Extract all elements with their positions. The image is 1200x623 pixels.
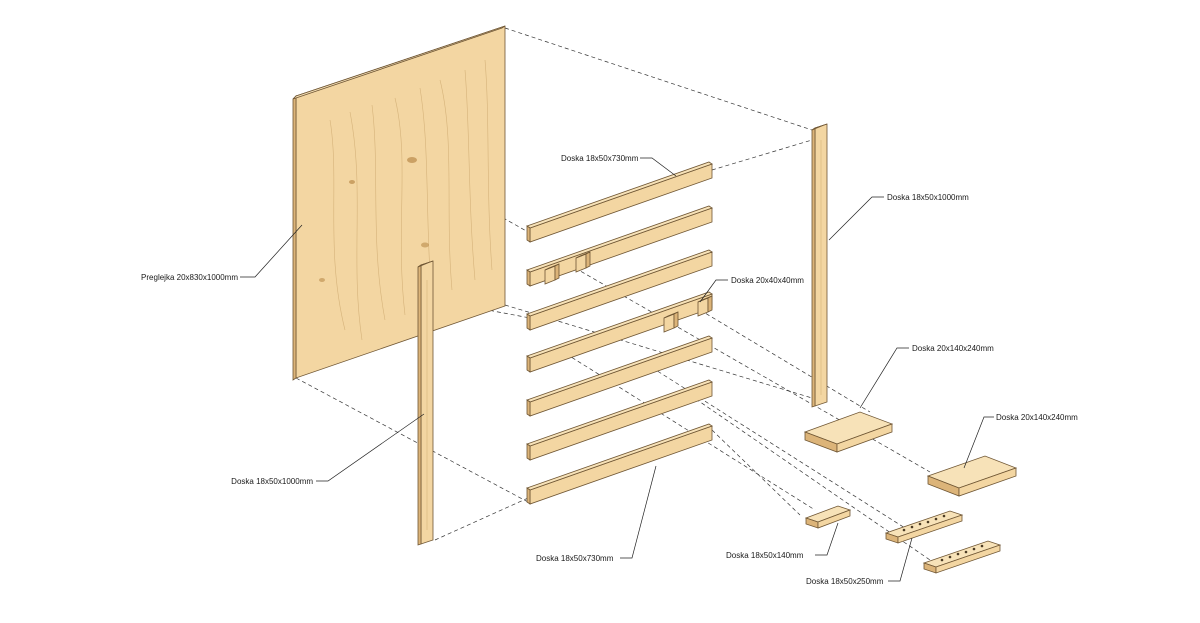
small-blocks xyxy=(544,251,713,333)
labels: Preglejka 20x830x1000mm Doska 18x50x730m… xyxy=(141,154,1078,586)
rails xyxy=(526,161,713,505)
leader-lines xyxy=(240,157,994,582)
label-rail-top: Doska 18x50x730mm xyxy=(561,154,639,163)
rail xyxy=(526,291,713,373)
label-post-right: Doska 18x50x1000mm xyxy=(887,193,969,202)
label-block: Doska 20x40x40mm xyxy=(731,276,804,285)
rail xyxy=(526,161,713,243)
label-rail-bottom: Doska 18x50x730mm xyxy=(536,554,614,563)
block xyxy=(697,295,713,317)
short-board xyxy=(804,505,852,529)
rail xyxy=(526,423,713,505)
label-plywood: Preglejka 20x830x1000mm xyxy=(141,273,238,282)
block xyxy=(663,311,679,333)
rail xyxy=(526,205,713,287)
label-shelf-left: Doska 20x140x240mm xyxy=(912,344,994,353)
label-short-board: Doska 18x50x140mm xyxy=(726,551,804,560)
plywood-panel xyxy=(292,25,506,381)
block xyxy=(575,251,591,273)
block xyxy=(544,263,560,285)
holed-board-upper xyxy=(884,510,964,544)
label-post-left: Doska 18x50x1000mm xyxy=(231,477,313,486)
post-right xyxy=(811,123,828,408)
rail xyxy=(526,335,713,417)
holed-board-lower xyxy=(922,540,1002,574)
rail xyxy=(526,249,713,331)
post-left xyxy=(417,260,434,546)
label-shelf-right: Doska 20x140x240mm xyxy=(996,413,1078,422)
label-holed-board: Doska 18x50x250mm xyxy=(806,577,884,586)
shelf-board-left xyxy=(803,411,894,453)
shelf-board-right xyxy=(926,455,1018,497)
rail xyxy=(526,379,713,461)
